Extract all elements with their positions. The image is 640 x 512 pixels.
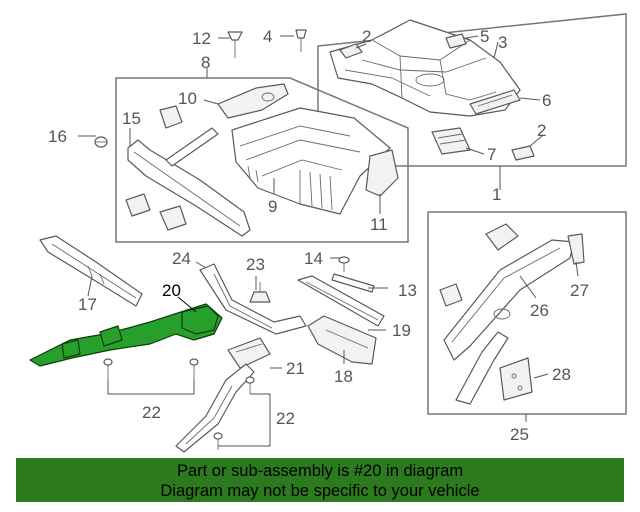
callout-27: 27 (570, 281, 589, 300)
bar-19 (297, 275, 385, 327)
bracket-26-upper (439, 223, 519, 307)
callout-11: 11 (370, 215, 388, 234)
callout-1: 1 (492, 185, 501, 204)
plate-28 (499, 357, 533, 401)
callout-2-lower: 2 (537, 121, 546, 140)
crossmember-6 (469, 89, 521, 115)
callout-9: 9 (268, 197, 277, 216)
bracket-27 (567, 233, 585, 265)
callout-12: 12 (192, 29, 211, 48)
callout-10: 10 (178, 89, 197, 108)
callout-24: 24 (172, 249, 191, 268)
bracket-2-lower (511, 145, 535, 161)
callout-14: 14 (304, 249, 323, 268)
bracket-7 (431, 127, 471, 155)
callout-17: 17 (78, 295, 97, 314)
clip-16 (94, 136, 108, 148)
bolts-22-left (103, 358, 199, 380)
rail-24 (199, 263, 307, 335)
callout-6: 6 (542, 91, 551, 110)
callout-18: 18 (334, 367, 353, 386)
callout-7: 7 (487, 145, 496, 164)
callout-20: 20 (162, 281, 181, 300)
callout-8: 8 (201, 53, 210, 72)
small-brackets-group8 (125, 105, 219, 231)
banner-line-2: Diagram may not be specific to your vehi… (160, 482, 480, 500)
group-box-8 (115, 77, 409, 243)
banner-line-1: Part or sub-assembly is #20 in diagram (176, 462, 464, 480)
bracket-18 (307, 315, 377, 365)
crossmember-15 (127, 139, 251, 237)
disclaimer-banner: Part or sub-assembly is #20 in diagram D… (16, 458, 624, 502)
group-box-25 (427, 211, 627, 415)
rail-25-lower (455, 331, 509, 405)
callout-26: 26 (530, 301, 549, 320)
callout-13: 13 (398, 281, 417, 300)
panel-10 (217, 83, 289, 119)
bracket-21 (227, 337, 271, 369)
callout-23: 23 (246, 255, 265, 274)
callout-16: 16 (48, 127, 67, 146)
callout-5: 5 (480, 27, 489, 46)
callout-25: 25 (510, 425, 529, 444)
rail-lower-22 (175, 363, 255, 453)
highlighted-part-20 (29, 296, 223, 367)
beam-17 (39, 235, 143, 307)
callout-4: 4 (263, 27, 272, 46)
rear-floor-pan (329, 19, 521, 117)
bar-13 (331, 273, 375, 293)
bolts-22-right (213, 376, 255, 450)
callout-28: 28 (552, 365, 571, 384)
callout-21: 21 (286, 359, 305, 378)
bolt-14 (338, 256, 350, 272)
rear-floor-9 (231, 107, 391, 215)
side-member-26 (443, 239, 575, 361)
callout-15: 15 (122, 109, 141, 128)
callout-22-right: 22 (276, 409, 295, 428)
callout-3: 3 (498, 33, 507, 52)
callout-22-left: 22 (142, 403, 161, 422)
clip-23 (249, 282, 271, 303)
bolt-12 (227, 31, 243, 58)
bracket-11 (365, 149, 399, 197)
callout-2-upper: 2 (362, 27, 371, 46)
bolt-4 (295, 29, 307, 52)
leader-lines (78, 35, 579, 447)
callout-19: 19 (392, 321, 411, 340)
bracket-5 (445, 33, 467, 49)
